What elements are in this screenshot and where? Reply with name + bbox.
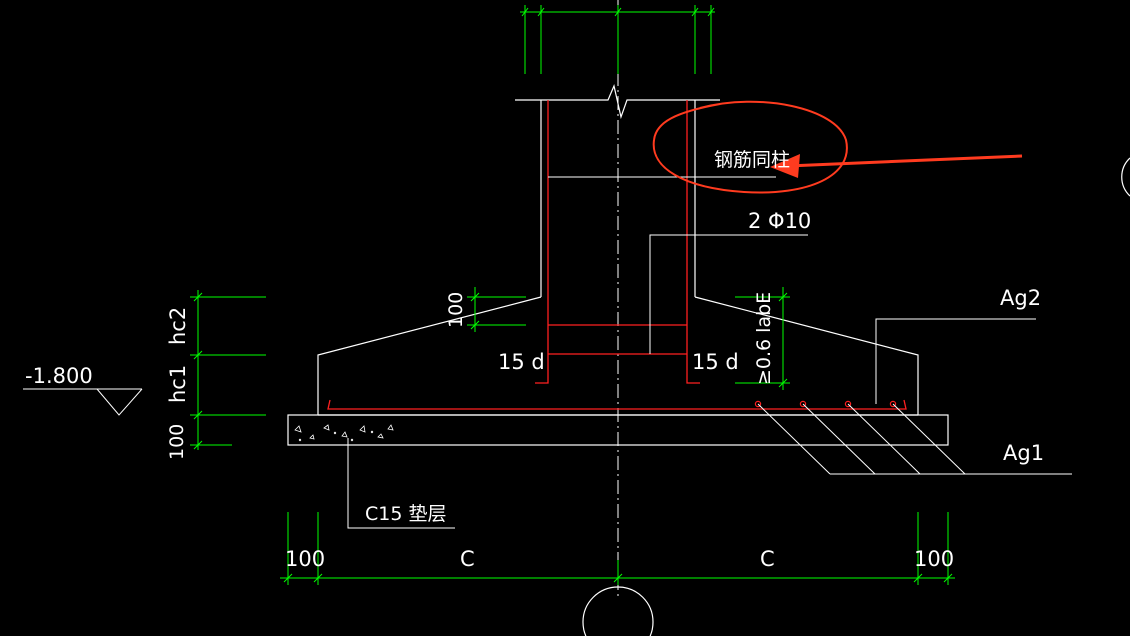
bottom-rebar [327, 399, 907, 410]
column-outline [515, 84, 720, 297]
dimension-lines [190, 5, 955, 585]
axis-bubble-right [1121, 157, 1130, 197]
dim-100-stirrup-label: 100 [445, 292, 467, 328]
ag2-label: Ag2 [1000, 286, 1041, 310]
ag1-label: Ag1 [1003, 441, 1044, 465]
dim-hc2-label: hc2 [166, 307, 190, 345]
cushion-hatch [294, 424, 394, 442]
cushion-layer [287, 414, 949, 446]
hook-right-label: 15 d [692, 350, 739, 374]
hook-left-label: 15 d [498, 350, 545, 374]
bottom-c-left-label: C [460, 547, 475, 571]
elevation-label: -1.800 [25, 364, 93, 388]
annotation-ellipse [652, 100, 848, 194]
rebar-same-as-column-label: 钢筋同柱 [714, 149, 790, 171]
elevation-marker [23, 388, 143, 416]
annotation-highlight [652, 100, 848, 194]
annotation-arrow [770, 154, 1023, 178]
anchor-length-label: ≥0.6 labE [753, 292, 775, 385]
column-rebar-left [535, 100, 549, 384]
dim-100-left-label: 100 [166, 424, 188, 460]
leader-lines [347, 176, 1072, 529]
bottom-100-right-label: 100 [914, 547, 954, 571]
axis-bubble-bottom [582, 586, 654, 636]
cushion-label: C15 垫层 [365, 503, 446, 525]
dim-hc1-label: hc1 [166, 365, 190, 403]
rebars [327, 100, 907, 410]
bottom-100-left-label: 100 [285, 547, 325, 571]
bottom-c-right-label: C [760, 547, 775, 571]
stirrup-label: 2 Φ10 [748, 209, 811, 233]
column-rebar-right [686, 100, 700, 384]
rebar-section-dots [754, 400, 897, 408]
